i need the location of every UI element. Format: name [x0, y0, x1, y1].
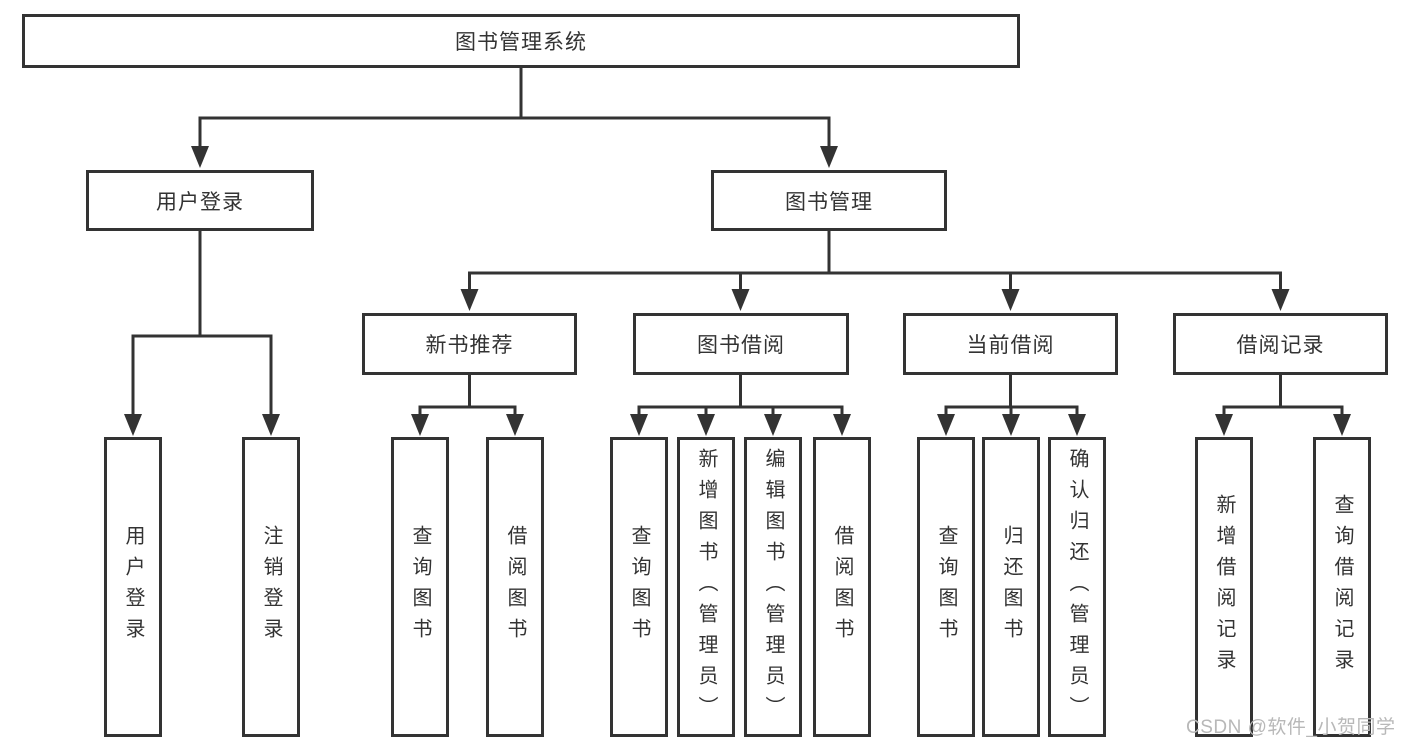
arrowhead	[630, 414, 648, 436]
arrowhead	[411, 414, 429, 436]
connector-new-book-recommend-children	[411, 373, 524, 436]
leaf-user-login: 用户登录	[104, 437, 162, 737]
node-label: 借阅图书	[831, 525, 853, 649]
node-label: 查询图书	[628, 525, 650, 649]
node-label: 编辑图书（管理员）	[762, 447, 784, 727]
node-label: 用户登录	[156, 190, 244, 214]
node-label: 借阅图书	[504, 525, 526, 649]
leaf-return-books: 归还图书	[982, 437, 1040, 737]
leaf-borrow-books-recommend: 借阅图书	[486, 437, 544, 737]
node-label: 当前借阅	[966, 334, 1055, 357]
node-label: 图书管理系统	[455, 31, 587, 54]
node-label: 用户登录	[122, 525, 144, 649]
connector-book-management-children	[460, 231, 1290, 311]
connector-user-login-children	[124, 229, 280, 436]
connector-book-borrowing-children	[630, 373, 851, 436]
arrowhead	[731, 289, 750, 311]
leaf-query-books-current: 查询图书	[917, 437, 975, 737]
arrowhead	[1001, 289, 1020, 311]
arrowhead	[697, 414, 715, 436]
leaf-query-books-recommend: 查询图书	[391, 437, 449, 737]
arrowhead	[262, 414, 280, 436]
node-label: 查询借阅记录	[1331, 494, 1353, 680]
node-label: 确认归还（管理员）	[1066, 447, 1088, 727]
leaf-add-books-admin: 新增图书（管理员）	[677, 437, 735, 737]
node-new-book-recommend: 新书推荐	[362, 313, 577, 375]
node-label: 图书借阅	[697, 334, 785, 357]
node-label: 新增图书（管理员）	[695, 447, 717, 727]
arrowhead	[1215, 414, 1233, 436]
leaf-borrow-books: 借阅图书	[813, 437, 871, 737]
leaf-confirm-return-admin: 确认归还（管理员）	[1048, 437, 1106, 737]
leaf-add-borrow-record: 新增借阅记录	[1195, 437, 1253, 737]
node-label: 查询图书	[409, 525, 431, 649]
node-label: 借阅记录	[1236, 334, 1325, 357]
node-current-borrowing: 当前借阅	[903, 313, 1118, 375]
node-library-management-system: 图书管理系统	[22, 14, 1020, 68]
arrowhead	[124, 414, 142, 436]
arrowhead	[1068, 414, 1086, 436]
arrowhead	[1333, 414, 1351, 436]
node-label: 查询图书	[935, 525, 957, 649]
leaf-query-borrow-record: 查询借阅记录	[1313, 437, 1371, 737]
arrowhead	[937, 414, 955, 436]
arrowhead	[1002, 414, 1020, 436]
leaf-query-books-borrowing: 查询图书	[610, 437, 668, 737]
node-borrowing-records: 借阅记录	[1173, 313, 1388, 375]
arrowhead	[833, 414, 851, 436]
node-label: 图书管理	[785, 190, 873, 214]
arrowhead	[506, 414, 524, 436]
node-label: 新书推荐	[425, 334, 514, 357]
connector-current-borrowing-children	[937, 373, 1086, 436]
csdn-watermark: CSDN @软件_小贺同学	[1186, 717, 1396, 738]
node-label: 注销登录	[260, 525, 282, 649]
node-label: 新增借阅记录	[1213, 494, 1235, 680]
node-book-borrowing: 图书借阅	[633, 313, 849, 375]
leaf-logout: 注销登录	[242, 437, 300, 737]
arrowhead	[820, 146, 838, 168]
node-user-login: 用户登录	[86, 170, 314, 231]
arrowhead	[191, 146, 209, 168]
connector-root-children	[191, 66, 838, 168]
connector-borrowing-records-children	[1215, 373, 1351, 436]
node-book-management: 图书管理	[711, 170, 947, 231]
arrowhead	[1271, 289, 1290, 311]
leaf-edit-books-admin: 编辑图书（管理员）	[744, 437, 802, 737]
arrowhead	[460, 289, 479, 311]
arrowhead	[764, 414, 782, 436]
node-label: 归还图书	[1000, 525, 1022, 649]
